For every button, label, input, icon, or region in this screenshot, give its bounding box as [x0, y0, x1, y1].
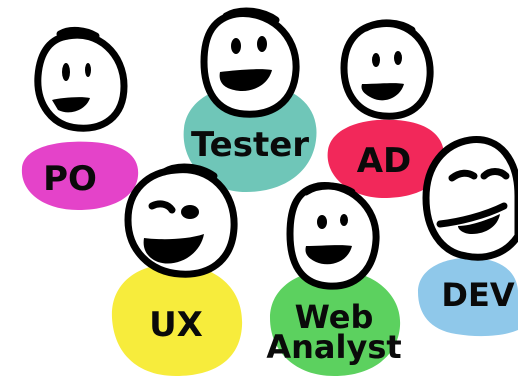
smiling-face-icon [34, 26, 128, 132]
smirking-face-icon [422, 136, 518, 261]
tester-blob [183, 83, 317, 192]
smiling-face-icon [286, 182, 380, 290]
winking-face-icon [124, 163, 238, 278]
dev-label: DEV [441, 276, 514, 314]
grinning-face-icon [200, 7, 300, 118]
web-analyst-label-line2: Analyst [266, 328, 401, 366]
ad-label: AD [357, 141, 412, 181]
web-analyst-blob [270, 269, 401, 376]
smiling-face-icon [340, 19, 434, 120]
web-analyst-label-line1: Web [295, 298, 374, 336]
po-blob [21, 141, 139, 210]
po-label: PO [43, 159, 97, 199]
tester-label: Tester [191, 125, 309, 165]
ux-label: UX [149, 305, 203, 345]
ux-blob [111, 263, 243, 376]
dev-blob [418, 257, 518, 337]
ad-blob [327, 119, 445, 198]
